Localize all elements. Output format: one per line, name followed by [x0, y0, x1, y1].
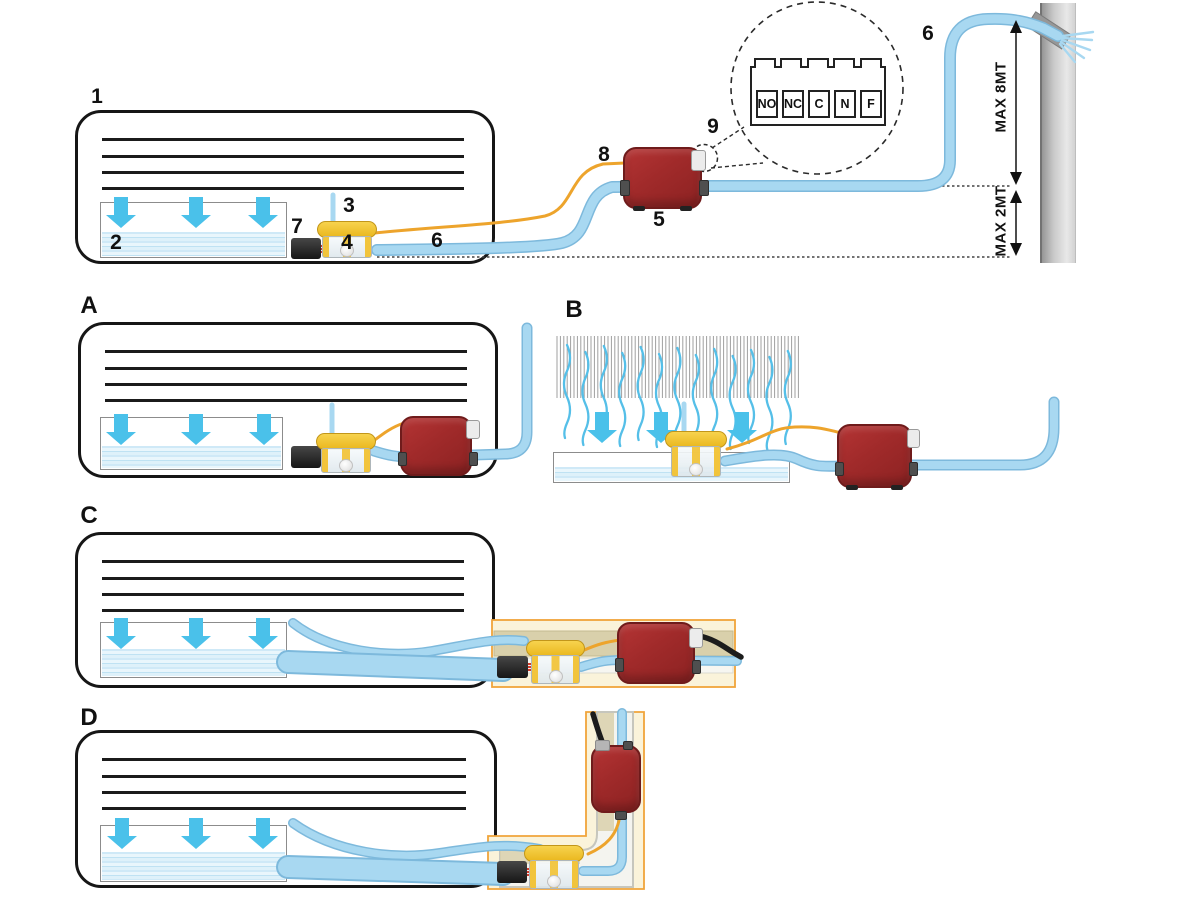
- condensate-water: [102, 232, 285, 256]
- terminal-block: NO NC C N F: [750, 58, 886, 126]
- pump-outlet-port: [623, 741, 633, 750]
- panel-label-d: D: [80, 704, 98, 731]
- discharge-tube-main: [372, 14, 1063, 255]
- drain-tray-main: [100, 202, 287, 258]
- pump-outlet-port: [909, 462, 918, 476]
- panel-label-b: B: [565, 296, 583, 323]
- pump-inlet-port: [835, 462, 844, 476]
- part-label-unit: 1: [91, 85, 103, 108]
- vent-slat: [102, 807, 466, 810]
- vent-slat: [105, 383, 467, 386]
- pump-foot: [891, 485, 903, 490]
- part-label-tube-outlet: 6: [922, 22, 934, 45]
- terminal-no: NO: [756, 90, 778, 118]
- part-label-power-connector: 9: [707, 115, 719, 138]
- vent-slat: [102, 171, 464, 174]
- vent-slat: [102, 155, 464, 158]
- terminal-nc: NC: [782, 90, 804, 118]
- discharge-tube-a: [370, 324, 531, 461]
- part-label-pump: 5: [653, 208, 665, 231]
- discharge-tube-d: [579, 709, 626, 875]
- float-sensor-a: [316, 433, 376, 473]
- terminal-tab: [754, 58, 776, 68]
- float-ball: [339, 459, 353, 472]
- dimension-lines: [1010, 20, 1022, 256]
- float-ball: [548, 670, 563, 683]
- pump-a: [398, 416, 480, 476]
- condensate-water: [102, 852, 285, 880]
- evaporator-fins: [556, 336, 799, 398]
- float-ball: [547, 875, 561, 888]
- float-sensor-b: [665, 431, 727, 477]
- discharge-tube-b: [721, 398, 1058, 471]
- pump-outlet-port: [699, 180, 709, 196]
- terminal-c: C: [808, 90, 830, 118]
- pump-inlet-port: [398, 452, 407, 466]
- float-ball: [340, 244, 354, 257]
- float-sensor-main: [317, 221, 377, 258]
- part-label-float-sensor: 4: [341, 231, 353, 254]
- part-label-sensor-cable: 8: [598, 143, 610, 166]
- vent-slat: [105, 399, 467, 402]
- vent-slat: [102, 791, 466, 794]
- panel-label-c: C: [80, 502, 98, 529]
- pump-foot: [680, 206, 692, 211]
- max-lift-dimension: MAX 8MT: [992, 61, 1010, 133]
- terminal-n: N: [834, 90, 856, 118]
- inlet-connector-d: [497, 861, 531, 883]
- vent-slat: [102, 187, 464, 190]
- vent-slat: [102, 560, 464, 563]
- return-tube-c: [289, 619, 528, 658]
- inlet-connector-c: [497, 656, 532, 678]
- part-label-tray: 2: [110, 231, 122, 254]
- vent-slat: [102, 138, 464, 141]
- pump-outlet-port: [692, 660, 701, 674]
- panel-label-a: A: [80, 292, 98, 319]
- condensate-water: [102, 446, 281, 468]
- max-inlet-dimension: MAX 2MT: [992, 185, 1010, 257]
- pump-power-connector: [595, 740, 610, 751]
- blue-tubes: [276, 12, 1064, 886]
- drain-hose-d: [278, 857, 513, 884]
- pump-b: [835, 424, 920, 490]
- float-sensor-c: [526, 640, 585, 684]
- pump-power-connector: [689, 628, 703, 648]
- vent-slat: [102, 593, 464, 596]
- vent-slat: [102, 609, 464, 612]
- part-label-vent-tube: 3: [343, 194, 355, 217]
- pump-power-connector: [907, 429, 920, 448]
- vent-slat: [105, 367, 467, 370]
- terminal-tab: [780, 58, 802, 68]
- terminal-f: F: [860, 90, 882, 118]
- pump-inlet-port: [620, 180, 630, 196]
- pump-outlet-port: [469, 452, 478, 466]
- return-tube-d: [289, 819, 544, 859]
- terminal-tab: [860, 58, 882, 68]
- pump-foot: [633, 206, 645, 211]
- pump-main: [620, 147, 709, 211]
- pump-inlet-port: [615, 811, 627, 820]
- part-label-tube: 6: [431, 229, 443, 252]
- wall: [1040, 3, 1076, 263]
- vent-slat: [102, 758, 466, 761]
- condensate-arrows: [106, 197, 757, 849]
- vent-slat: [105, 350, 467, 353]
- drain-hose-c: [278, 652, 513, 680]
- vent-slat: [102, 775, 466, 778]
- vent-slat: [102, 577, 464, 580]
- pump-power-connector: [466, 420, 480, 439]
- condensate-water: [102, 649, 285, 676]
- pump-inlet-port: [615, 658, 624, 672]
- float-ball: [689, 463, 703, 476]
- pump-d: [591, 740, 641, 820]
- pump-power-connector: [691, 150, 706, 171]
- terminal-tab: [833, 58, 855, 68]
- float-sensor-d: [524, 845, 584, 889]
- pump-foot: [846, 485, 858, 490]
- part-label-inlet-connector: 7: [291, 215, 303, 238]
- terminal-tab: [807, 58, 829, 68]
- water-spray: [1058, 30, 1095, 64]
- pump-c: [615, 622, 703, 684]
